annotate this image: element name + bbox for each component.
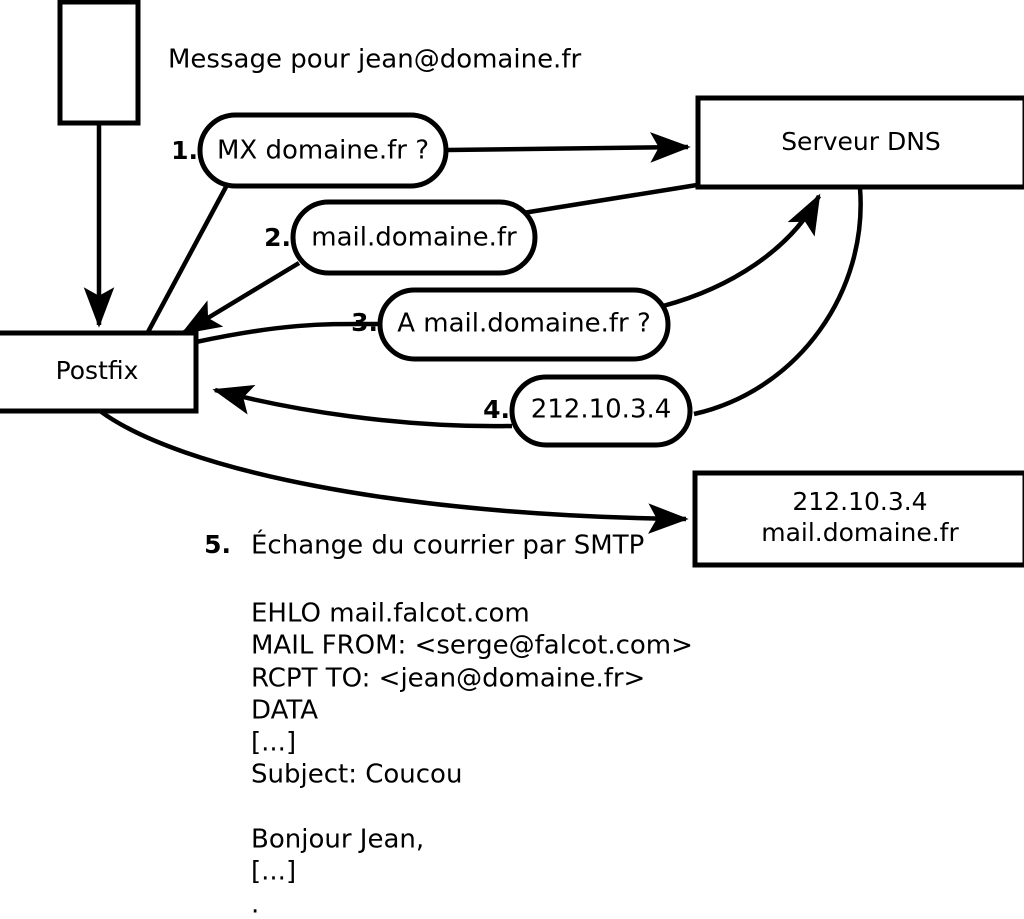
node-mailserver-line2: mail.domaine.fr: [761, 518, 959, 547]
smtp-line-9: [...]: [251, 857, 296, 887]
step-number-1: 1.: [171, 136, 198, 165]
bubble-step-1-label: MX domaine.fr ?: [217, 136, 429, 166]
smtp-line-10: .: [251, 890, 259, 919]
node-mailserver-box[interactable]: [692, 470, 1024, 568]
bubble-step-3[interactable]: [377, 287, 671, 362]
step-5-label: Échange du courrier par SMTP: [251, 529, 644, 561]
bubble-step-4-label: 212.10.3.4: [531, 395, 672, 425]
smtp-line-8: Bonjour Jean,: [251, 825, 424, 855]
smtp-line-6: Subject: Coucou: [251, 760, 462, 790]
node-dns-label: Serveur DNS: [781, 127, 941, 156]
node-mailserver-line1: 212.10.3.4: [792, 487, 927, 516]
smtp-line-3: RCPT TO: <jean@domaine.fr>: [251, 664, 645, 694]
edge-postfix-to-step3: [195, 321, 381, 345]
node-client-box[interactable]: [57, 0, 141, 126]
step-number-2: 2.: [264, 223, 291, 252]
edge-step3-to-dns: [662, 193, 821, 309]
smtp-line-5: [...]: [251, 728, 296, 758]
edge-postfix-to-step1: [146, 183, 229, 334]
edge-step2-to-postfix: [180, 261, 301, 335]
edge-postfix-to-mailserver: [98, 409, 689, 534]
edge-dns-to-step2: [522, 182, 698, 216]
edge-dns-to-step4: [693, 187, 863, 417]
page-title: Message pour jean@domaine.fr: [168, 45, 581, 75]
step-number-4: 4.: [483, 395, 510, 424]
bubble-step-2-label: mail.domaine.fr: [311, 223, 517, 253]
smtp-line-1: EHLO mail.falcot.com: [251, 599, 530, 629]
smtp-line-4: DATA: [251, 696, 318, 726]
node-postfix-box[interactable]: [0, 330, 199, 414]
node-dns-box[interactable]: [695, 95, 1024, 190]
edge-step1-to-dns: [447, 132, 691, 163]
bubble-step-2[interactable]: [290, 199, 538, 276]
bubble-step-3-label: A mail.domaine.fr ?: [397, 309, 651, 339]
step-number-5: 5.: [204, 530, 231, 559]
bubble-step-4[interactable]: [509, 374, 693, 448]
step-number-3: 3.: [351, 308, 378, 337]
smtp-line-2: MAIL FROM: <serge@falcot.com>: [251, 631, 693, 661]
node-postfix-label: Postfix: [56, 356, 139, 385]
edge-step4-to-postfix: [212, 384, 513, 429]
bubble-step-1[interactable]: [197, 112, 449, 189]
